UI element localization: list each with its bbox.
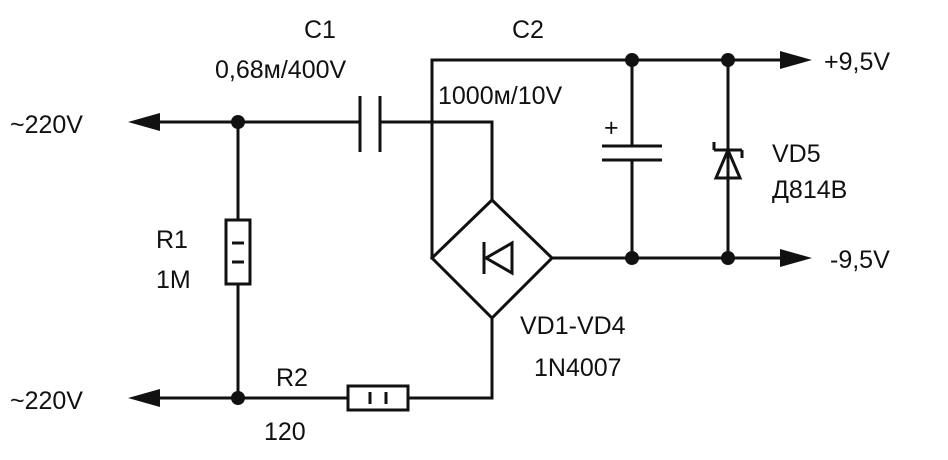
junction-dot [721,251,735,265]
junction-dot [625,53,639,67]
capacitor-c2 [602,144,662,162]
zener-part-label: Д814В [772,176,847,204]
output-label-negative: -9,5V [830,246,890,274]
r1-value-label: 1M [156,266,191,294]
junction-dot [625,251,639,265]
r2-value-label: 120 [264,418,306,446]
r1-name-label: R1 [156,226,188,254]
resistor-r1 [224,218,252,286]
resistor-r2 [346,384,410,412]
junction-dot [721,53,735,67]
capacitor-c1 [358,96,382,152]
zener-diode-vd5 [712,142,744,180]
c1-value-label: 0,68м/400V [215,56,347,84]
r2-name-label: R2 [276,364,308,392]
output-arrow-negative [780,249,812,267]
terminal-arrows [128,51,812,407]
diode-bridge [429,197,555,321]
input-arrow-top [128,113,160,131]
junction-dots [231,53,735,405]
input-label-bottom: ~220V [10,387,83,415]
c2-polarity-label: + [604,114,619,142]
junction-dot [231,115,245,129]
c1-name-label: C1 [304,16,336,44]
input-label-top: ~220V [10,111,83,139]
c2-name-label: C2 [512,16,544,44]
bridge-part-label: 1N4007 [534,354,622,382]
bridge-diode-icon [482,240,514,276]
zener-name-label: VD5 [772,140,821,168]
bridge-name-label: VD1-VD4 [520,312,626,340]
output-label-positive: +9,5V [824,48,890,76]
wires [148,58,792,400]
c2-value-label: 1000м/10V [438,82,563,110]
output-arrow-positive [780,51,812,69]
junction-dot [231,391,245,405]
input-arrow-bottom [128,389,160,407]
